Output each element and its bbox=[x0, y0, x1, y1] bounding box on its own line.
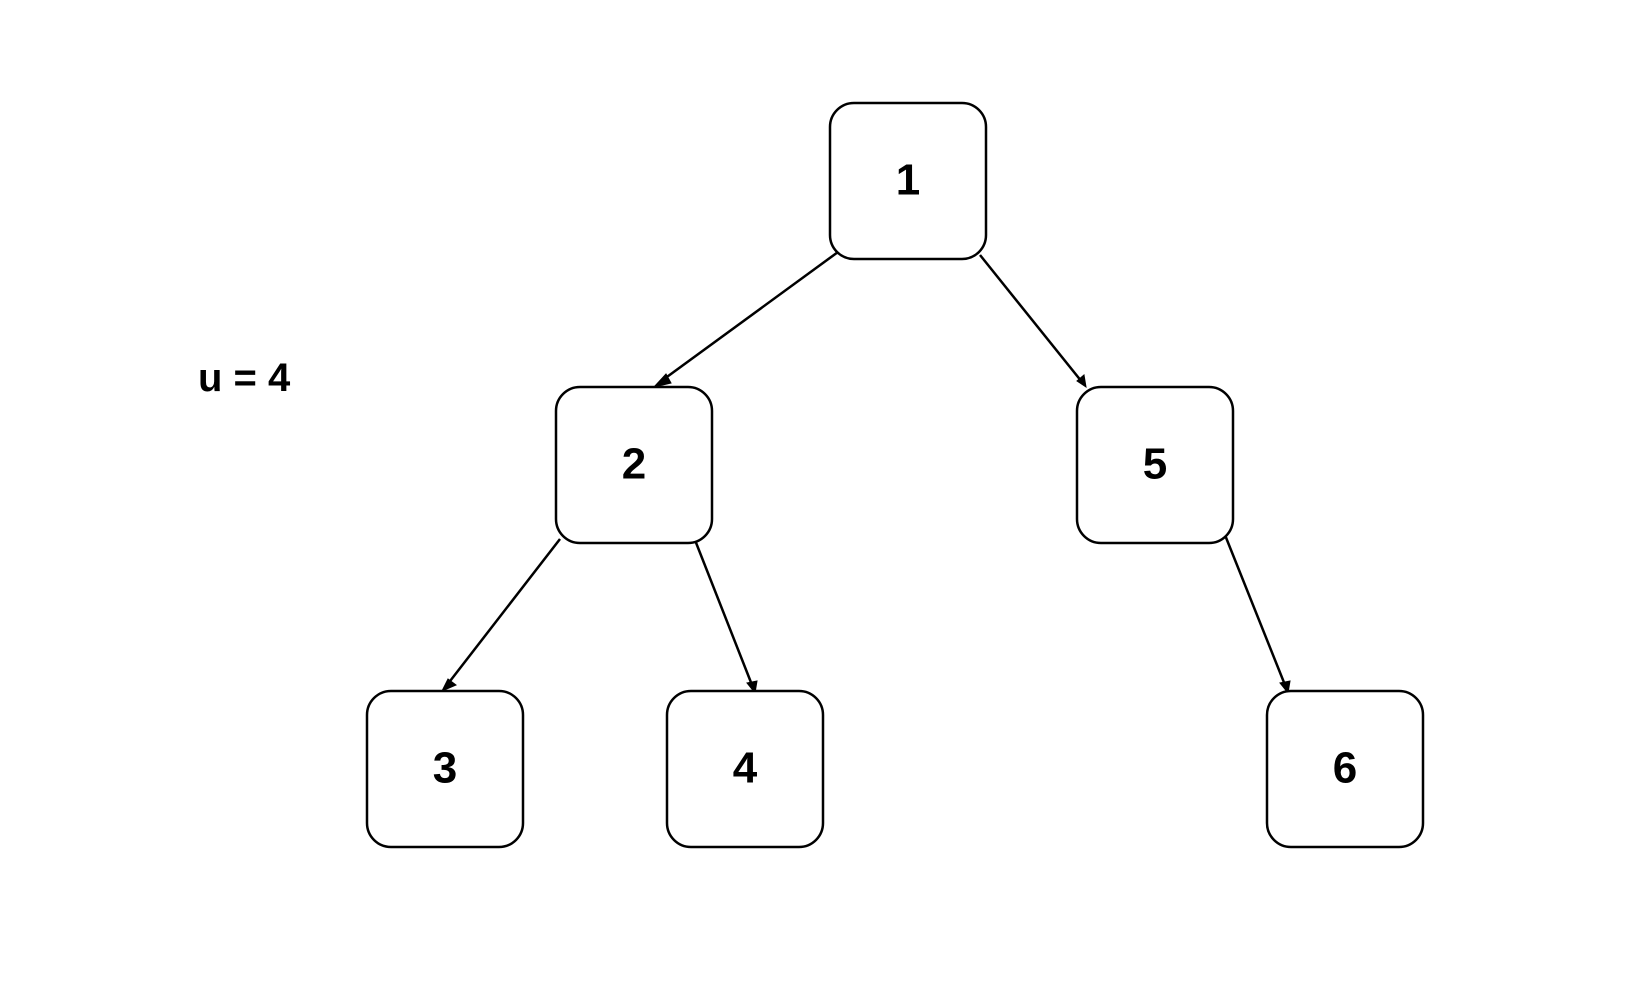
edge-1-to-5 bbox=[979, 254, 1083, 383]
node-label-4: 4 bbox=[733, 744, 758, 793]
tree-node-3: 3 bbox=[365, 689, 525, 849]
node-box-5 bbox=[1075, 385, 1235, 545]
node-box-3 bbox=[365, 689, 525, 849]
node-label-2: 2 bbox=[622, 440, 646, 489]
arrowhead-1-to-2 bbox=[652, 373, 672, 388]
node-label-1: 1 bbox=[896, 156, 920, 205]
node-label-6: 6 bbox=[1333, 744, 1357, 793]
tree-node-6: 6 bbox=[1265, 689, 1425, 849]
node-box-4 bbox=[665, 689, 825, 849]
node-box-2 bbox=[554, 385, 714, 545]
tree-node-5: 5 bbox=[1075, 385, 1235, 545]
arrowhead-1-to-5 bbox=[1076, 374, 1087, 389]
tree-node-4: 4 bbox=[665, 689, 825, 849]
edges-layer bbox=[440, 250, 1291, 695]
node-box-6 bbox=[1265, 689, 1425, 849]
edge-5-to-6 bbox=[1223, 534, 1287, 686]
edge-1-to-2 bbox=[659, 250, 839, 384]
tree-node-1: 1 bbox=[828, 101, 988, 261]
node-label-5: 5 bbox=[1143, 440, 1167, 489]
node-box-1 bbox=[828, 101, 988, 261]
arrowhead-2-to-3 bbox=[440, 678, 457, 692]
node-label-3: 3 bbox=[433, 744, 457, 793]
nodes-layer: 1 2 5 3 4 6 bbox=[365, 101, 1425, 849]
edge-2-to-4 bbox=[691, 534, 754, 686]
edge-2-to-3 bbox=[446, 538, 561, 686]
tree-node-2: 2 bbox=[554, 385, 714, 545]
annotation-u-value: u = 4 bbox=[198, 356, 291, 400]
